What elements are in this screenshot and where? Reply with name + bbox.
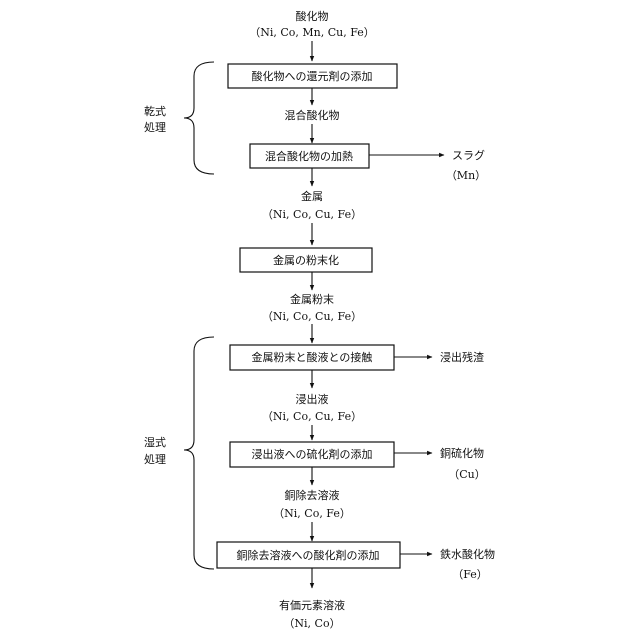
step-pulverize-box: 金属の粉末化 [240, 248, 372, 272]
dry-process-label-line1: 乾式 [144, 105, 166, 118]
residue-label: 浸出残渣 [440, 350, 484, 364]
dry-process-brace [184, 62, 214, 174]
leachate-label: 浸出液 [296, 392, 329, 406]
step-sulfide-box: 浸出液への硫化剤の添加 [230, 442, 394, 467]
slag-label: スラグ [452, 148, 485, 162]
step-sulfide-label: 浸出液への硫化剤の添加 [252, 447, 373, 461]
step-oxidize-box: 銅除去溶液への酸化剤の添加 [217, 542, 400, 568]
cu-removed-elements-label: （Ni, Co, Fe） [273, 507, 351, 520]
step-reduce-box: 酸化物への還元剤の添加 [228, 64, 397, 88]
step-pulverize-label: 金属の粉末化 [273, 253, 339, 267]
final-solution-label: 有価元素溶液 [279, 598, 345, 612]
mixed-oxide-label: 混合酸化物 [285, 108, 340, 122]
wet-process-label-line2: 処理 [144, 453, 166, 466]
fe-hydroxide-label: 鉄水酸化物 [440, 547, 495, 561]
step-contact-label: 金属粉末と酸液との接触 [252, 350, 373, 364]
metal-powder-label: 金属粉末 [290, 292, 334, 306]
leachate-elements-label: （Ni, Co, Cu, Fe） [262, 410, 362, 423]
cu-sulfide-label: 銅硫化物 [440, 446, 484, 460]
oxide-label: 酸化物 [296, 9, 329, 23]
cu-sulfide-element-label: （Cu） [448, 468, 486, 481]
wet-process-brace [184, 337, 214, 569]
slag-element-label: （Mn） [446, 169, 486, 182]
cu-removed-label: 銅除去溶液 [285, 488, 340, 502]
metal-elements-label: （Ni, Co, Cu, Fe） [262, 208, 362, 221]
metal-label: 金属 [301, 189, 323, 203]
oxide-elements-label: （Ni, Co, Mn, Cu, Fe） [249, 26, 375, 39]
step-heat-label: 混合酸化物の加熱 [265, 149, 353, 163]
final-elements-label: （Ni, Co） [283, 617, 340, 630]
step-heat-box: 混合酸化物の加熱 [250, 144, 369, 168]
step-reduce-label: 酸化物への還元剤の添加 [252, 69, 373, 83]
fe-hydroxide-element-label: （Fe） [452, 568, 488, 581]
wet-process-label-line1: 湿式 [144, 436, 166, 449]
dry-process-label-line2: 処理 [144, 121, 166, 134]
step-contact-box: 金属粉末と酸液との接触 [230, 345, 394, 370]
step-oxidize-label: 銅除去溶液への酸化剤の添加 [237, 548, 380, 562]
metal-powder-elements-label: （Ni, Co, Cu, Fe） [262, 310, 362, 323]
